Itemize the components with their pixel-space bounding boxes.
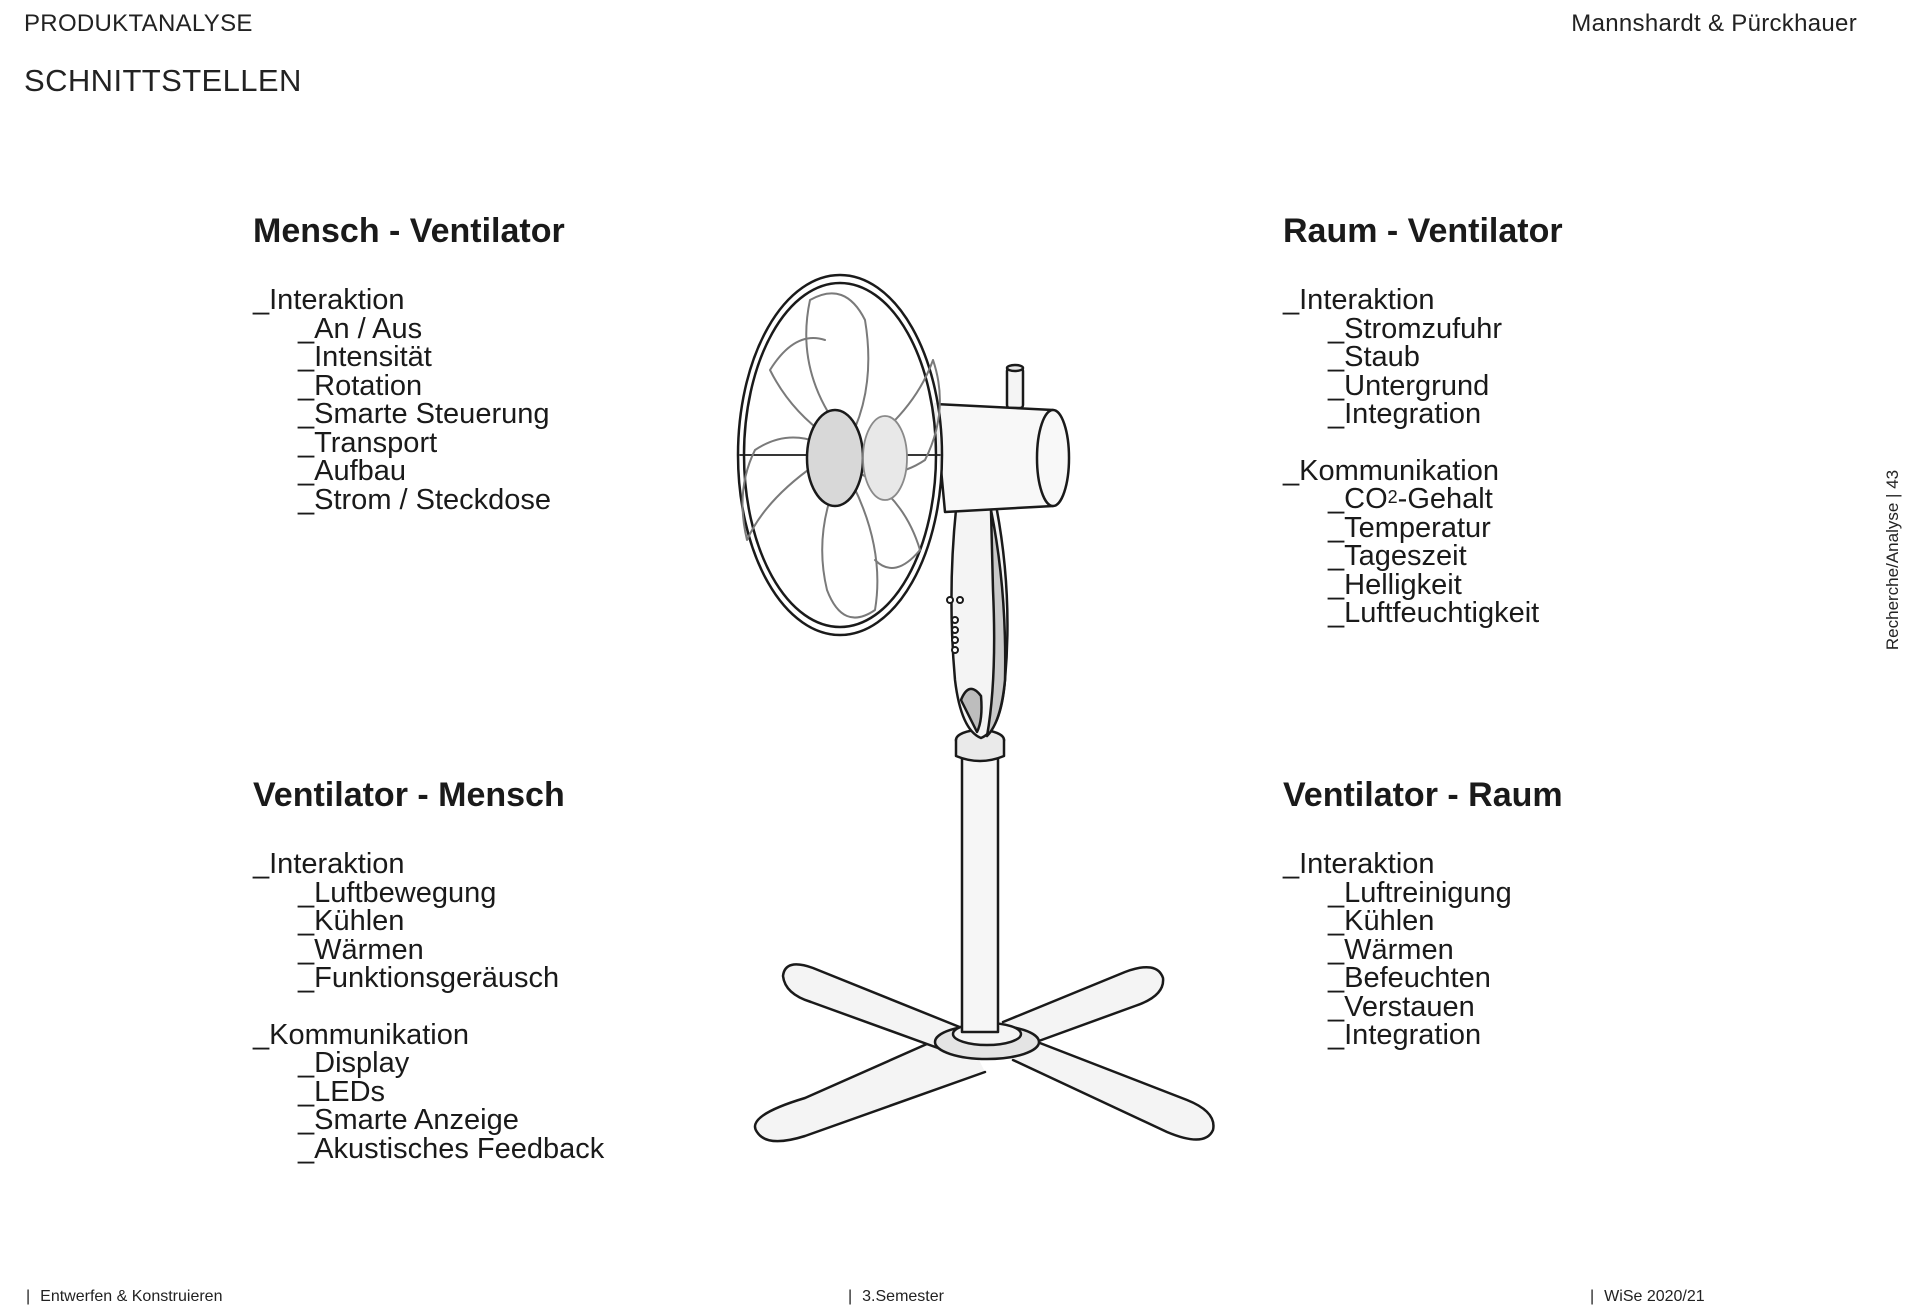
list-item: _Transport: [298, 426, 438, 459]
list-item: _Smarte Anzeige: [298, 1104, 519, 1136]
footer-mid-text: 3.Semester: [862, 1288, 944, 1305]
page-number: 43: [1883, 469, 1902, 489]
list-item: _Funktionsgeräusch: [298, 962, 560, 994]
section-ventilator-mensch: Ventilator - Mensch _Interaktion _Luftbe…: [253, 776, 604, 1191]
footer-separator: |: [848, 1288, 853, 1305]
group-title: _Interaktion: [1283, 848, 1435, 880]
standing-fan-illustration: [736, 273, 1215, 1143]
list-item-co2: _CO2-Gehalt: [1283, 485, 1563, 514]
side-section-label: Recherche/Analyse | 43: [1883, 470, 1903, 650]
fan-hub: [805, 408, 908, 508]
list-item: _Akustisches Feedback: [298, 1132, 605, 1165]
group-title: _Interaktion: [253, 848, 405, 880]
group-kommunikation: _Kommunikation _Display _LEDs _Smarte An…: [253, 1018, 605, 1165]
co2-prefix: _CO: [1328, 483, 1388, 515]
footer-semester: | 3.Semester: [848, 1288, 944, 1306]
list-item: _Integration: [1328, 398, 1482, 430]
group-interaktion: _Interaktion _Luftbewegung _Kühlen _Wärm…: [253, 850, 604, 993]
list-item: _LEDs: [298, 1075, 386, 1108]
list-item: _Helligkeit: [1328, 568, 1462, 601]
fan-pole: [954, 728, 1006, 1034]
section-mensch-ventilator: Mensch - Ventilator _Interaktion _An / A…: [253, 212, 565, 542]
group-interaktion: _Interaktion _An / Aus _Intensität _Rota…: [253, 286, 565, 514]
fan-body: [950, 498, 1009, 740]
section-title: Ventilator - Mensch: [253, 776, 565, 814]
section-title: Mensch - Ventilator: [253, 212, 565, 250]
list-item: _Kühlen: [1328, 905, 1435, 937]
list-item: _Luftfeuchtigkeit: [1328, 597, 1540, 629]
list-item: _Befeuchten: [1328, 962, 1491, 994]
footer-right-text: WiSe 2020/21: [1604, 1288, 1705, 1305]
fan-base: [753, 963, 1215, 1143]
section-title: Raum - Ventilator: [1283, 212, 1563, 250]
list-item: _An / Aus: [298, 312, 423, 345]
header-authors: Mannshardt & Pürckhauer: [1571, 10, 1857, 37]
list-item: _Tageszeit: [1328, 540, 1467, 572]
group-title: _Kommunikation: [1283, 454, 1499, 487]
list-item: _Verstauen: [1328, 990, 1475, 1023]
list-item: _Wärmen: [1328, 933, 1454, 966]
header-left-title: PRODUKTANALYSE: [24, 10, 253, 37]
fan-motor-housing: [933, 363, 1071, 514]
group-title: _Interaktion: [1283, 284, 1435, 316]
group-title: _Interaktion: [253, 284, 405, 316]
list-item: _Wärmen: [298, 933, 424, 966]
list-item: _Luftbewegung: [298, 876, 497, 909]
footer-term: | WiSe 2020/21: [1590, 1288, 1705, 1306]
list-item: _Display: [298, 1047, 410, 1079]
list-item: _Intensität: [298, 341, 432, 373]
side-label-separator: |: [1883, 493, 1902, 498]
list-item: _Strom / Steckdose: [298, 483, 552, 516]
list-item: _Integration: [1328, 1019, 1482, 1051]
co2-superscript: 2: [1387, 487, 1398, 507]
list-item: _Stromzufuhr: [1328, 312, 1503, 345]
footer-separator: |: [26, 1288, 31, 1305]
list-item: _Staub: [1328, 341, 1420, 373]
footer-separator: |: [1590, 1288, 1595, 1305]
list-item: _Smarte Steuerung: [298, 398, 550, 430]
list-item: _Temperatur: [1328, 511, 1491, 544]
footer-left-text: Entwerfen & Konstruieren: [40, 1288, 223, 1305]
page-subtitle: SCHNITTSTELLEN: [24, 63, 302, 98]
section-ventilator-raum: Ventilator - Raum _Interaktion _Luftrein…: [1283, 776, 1563, 1078]
list-item: _Untergrund: [1328, 369, 1490, 402]
section-title: Ventilator - Raum: [1283, 776, 1563, 814]
control-buttons: [946, 596, 964, 654]
co2-suffix: -Gehalt: [1397, 483, 1493, 515]
group-title: _Kommunikation: [253, 1018, 469, 1051]
list-item: _Rotation: [298, 369, 423, 402]
group-interaktion: _Interaktion _Stromzufuhr _Staub _Unterg…: [1283, 286, 1563, 429]
list-item: _Kühlen: [298, 905, 405, 937]
list-item: _Luftreinigung: [1328, 876, 1512, 909]
group-kommunikation: _Kommunikation _CO2-Gehalt _Temperatur _…: [1283, 454, 1563, 629]
side-label-text: Recherche/Analyse: [1883, 502, 1902, 651]
group-interaktion: _Interaktion _Luftreinigung _Kühlen _Wär…: [1283, 850, 1563, 1050]
list-item: _Aufbau: [298, 455, 407, 487]
section-raum-ventilator: Raum - Ventilator _Interaktion _Stromzuf…: [1283, 212, 1563, 656]
footer-course: | Entwerfen & Konstruieren: [26, 1288, 222, 1306]
